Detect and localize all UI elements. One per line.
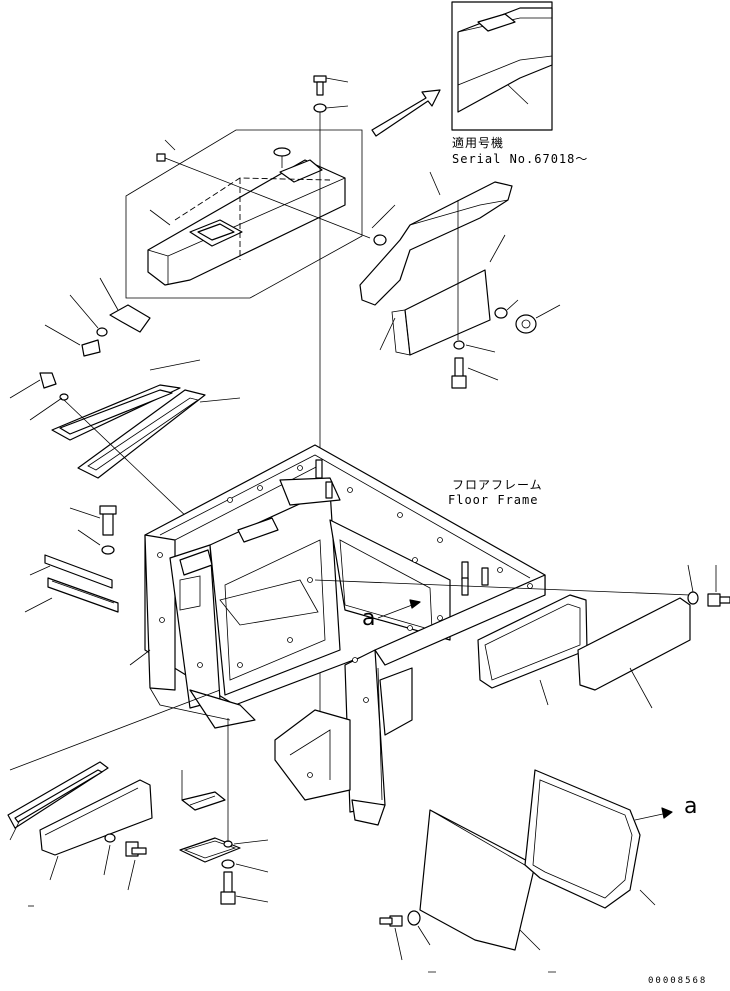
floor-frame-label-en: Floor Frame	[448, 493, 539, 507]
console-box	[125, 129, 371, 299]
bottom-right-covers	[379, 769, 673, 961]
inset-applicable-label: 適用号機	[452, 136, 505, 150]
view-marker-a: a	[362, 606, 376, 631]
floor-frame-label-jp: フロアフレーム	[452, 478, 543, 492]
view-marker-a-bottom: a	[684, 794, 698, 819]
inset-serial-label: Serial No.67018～	[452, 152, 589, 166]
right-panels	[477, 564, 730, 709]
bottom-left-parts	[7, 689, 269, 905]
drawing-number: 00008568	[648, 976, 708, 986]
top-bolt	[313, 75, 349, 113]
serial-inset	[451, 1, 553, 131]
left-upper-parts	[9, 277, 241, 561]
inset-arrow	[371, 89, 441, 137]
floor-frame	[129, 444, 691, 826]
armrest-cover	[359, 171, 561, 389]
left-middle-parts	[24, 505, 119, 613]
